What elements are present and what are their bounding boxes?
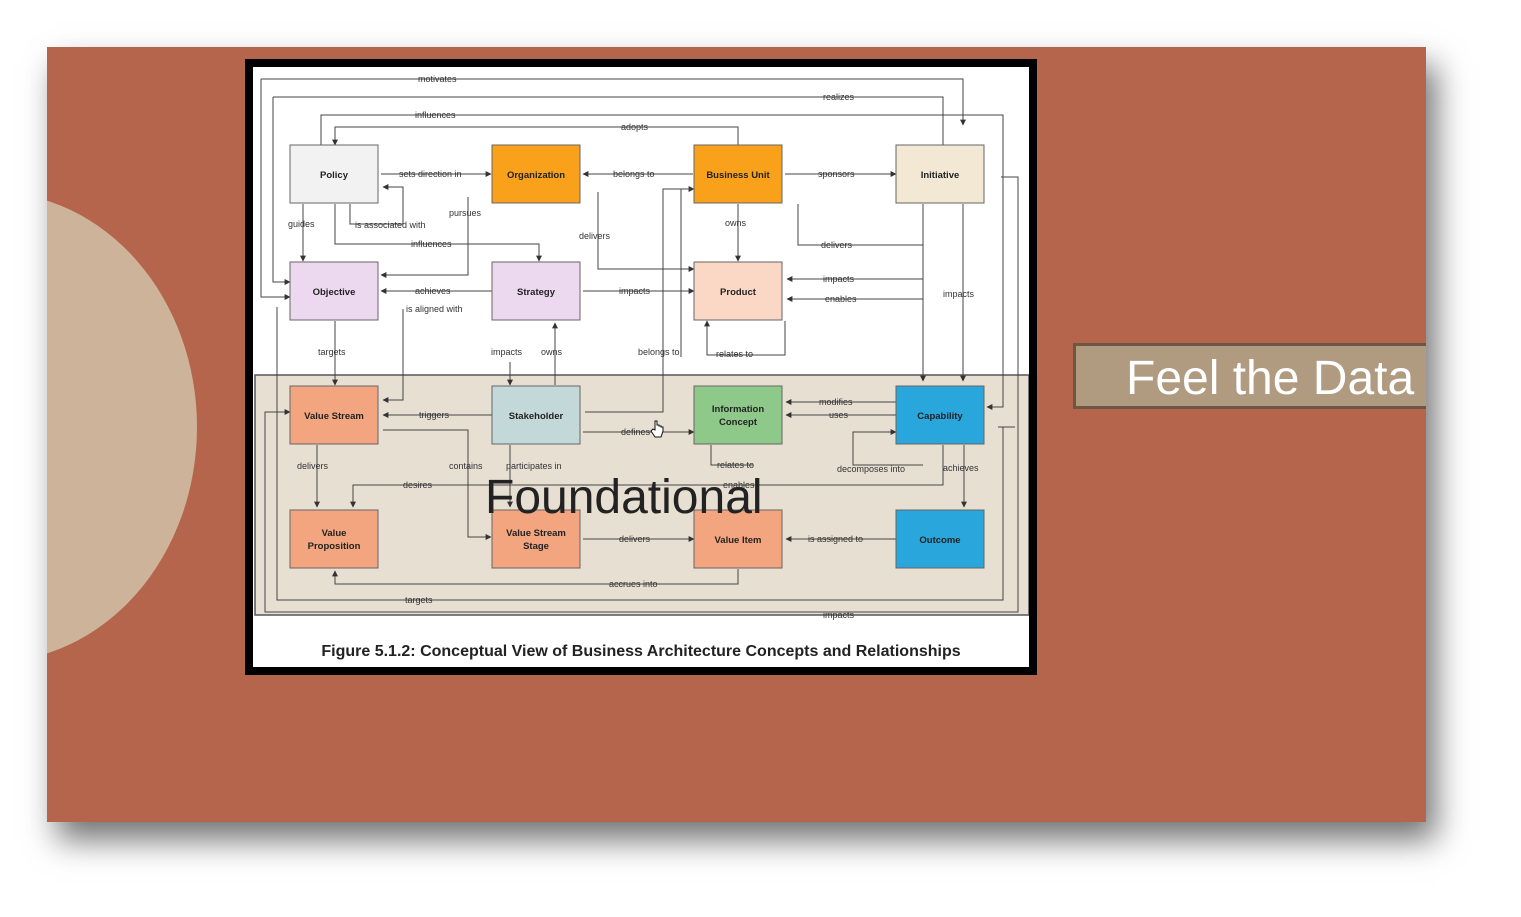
foundational-label: Foundational — [485, 471, 763, 524]
figure-canvas: motivates realizes influences adopts set… — [253, 67, 1029, 667]
svg-text:Value Item: Value Item — [715, 535, 762, 546]
rel-owns-bu: owns — [725, 218, 747, 228]
node-initiative: Initiative — [895, 144, 985, 204]
banner-text: Feel the Data — [1126, 352, 1415, 405]
rel-realizes: realizes — [823, 92, 855, 102]
rel-is-aligned-with: is aligned with — [406, 304, 463, 314]
svg-text:Information: Information — [712, 404, 764, 415]
rel-modifies: modifies — [819, 397, 853, 407]
rel-participates-in: participates in — [506, 461, 562, 471]
rel-impacts-sh: impacts — [491, 347, 523, 357]
svg-text:Concept: Concept — [719, 417, 758, 428]
rel-pursues: pursues — [449, 208, 482, 218]
rel-achieves-obj: achieves — [415, 286, 451, 296]
rel-impacts-bottom: impacts — [823, 610, 855, 620]
node-strategy: Strategy — [491, 261, 581, 321]
svg-text:Product: Product — [720, 287, 757, 298]
svg-text:Objective: Objective — [313, 287, 356, 298]
node-stakeholder: Stakeholder — [491, 385, 581, 445]
rel-delivers-vs: delivers — [297, 461, 329, 471]
business-architecture-diagram: motivates realizes influences adopts set… — [254, 74, 1029, 660]
rel-is-associated-with: is associated with — [355, 220, 426, 230]
rel-adopts: adopts — [621, 122, 649, 132]
svg-text:Initiative: Initiative — [921, 170, 960, 181]
rel-influences-mid: influences — [411, 239, 452, 249]
node-product: Product — [693, 261, 783, 321]
rel-delivers-bu: delivers — [821, 240, 853, 250]
svg-text:Organization: Organization — [507, 170, 565, 181]
rel-decomposes-into: decomposes into — [837, 464, 905, 474]
rel-targets-obj: targets — [318, 347, 346, 357]
rel-enables-product: enables — [825, 294, 857, 304]
feel-the-data-banner: Feel the Data — [1073, 343, 1426, 409]
svg-text:Strategy: Strategy — [517, 287, 556, 298]
rel-accrues-into: accrues into — [609, 579, 658, 589]
node-organization: Organization — [491, 144, 581, 204]
rel-belongs-to-mid: belongs to — [638, 347, 680, 357]
rel-uses: uses — [829, 410, 849, 420]
rel-sponsors: sponsors — [818, 169, 855, 179]
rel-impacts-init: impacts — [943, 289, 975, 299]
rel-targets-low: targets — [405, 595, 433, 605]
rel-achieves-cap: achieves — [943, 463, 979, 473]
rel-triggers: triggers — [419, 410, 450, 420]
rel-motivates: motivates — [418, 74, 457, 84]
hand-cursor-icon — [650, 420, 664, 438]
node-value-stream: Value Stream — [289, 385, 379, 445]
node-objective: Objective — [289, 261, 379, 321]
rel-enables-low: enables — [723, 480, 755, 490]
node-policy: Policy — [289, 144, 379, 204]
rel-guides: guides — [288, 219, 315, 229]
presentation-slide: motivates realizes influences adopts set… — [47, 47, 1426, 822]
rel-defines: defines — [621, 427, 651, 437]
figure-caption: Figure 5.1.2: Conceptual View of Busines… — [321, 643, 960, 660]
rel-delivers-org: delivers — [579, 231, 611, 241]
svg-text:Capability: Capability — [917, 411, 963, 422]
rel-influences-top: influences — [415, 110, 456, 120]
connector-lines — [260, 78, 1019, 613]
rel-contains: contains — [449, 461, 483, 471]
svg-text:Stakeholder: Stakeholder — [509, 411, 564, 422]
svg-text:Outcome: Outcome — [919, 535, 960, 546]
rel-relates-to-product: relates to — [716, 349, 753, 359]
rel-delivers-stage: delivers — [619, 534, 651, 544]
rel-is-assigned-to: is assigned to — [808, 534, 863, 544]
rel-impacts-strategy: impacts — [619, 286, 651, 296]
rel-impacts-product: impacts — [823, 274, 855, 284]
svg-text:Policy: Policy — [320, 170, 349, 181]
node-capability: Capability — [895, 385, 985, 445]
rel-desires: desires — [403, 480, 433, 490]
node-value-item: Value Item — [693, 509, 783, 569]
svg-text:Value Stream: Value Stream — [506, 528, 566, 539]
svg-text:Stage: Stage — [523, 541, 549, 552]
rel-sets-direction-in: sets direction in — [399, 169, 462, 179]
node-outcome: Outcome — [895, 509, 985, 569]
svg-text:Business Unit: Business Unit — [706, 170, 770, 181]
svg-text:Value: Value — [322, 528, 347, 539]
rel-belongs-to-top: belongs to — [613, 169, 655, 179]
node-business-unit: Business Unit — [693, 144, 783, 204]
rel-owns-sh: owns — [541, 347, 563, 357]
figure-frame: motivates realizes influences adopts set… — [245, 59, 1037, 675]
rel-relates-to-info: relates to — [717, 460, 754, 470]
decorative-shape — [47, 192, 197, 662]
svg-text:Proposition: Proposition — [308, 541, 361, 552]
svg-text:Value Stream: Value Stream — [304, 411, 364, 422]
